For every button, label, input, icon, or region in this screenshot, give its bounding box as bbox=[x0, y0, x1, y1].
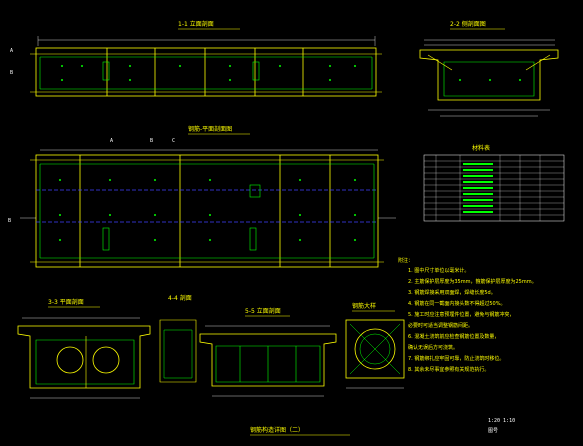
notes-heading: 附注： bbox=[398, 257, 413, 264]
view-5-title: 4-4 剖面 bbox=[168, 294, 192, 302]
table-title: 材料表 bbox=[472, 144, 490, 152]
view-detail: 钢筋大样 bbox=[345, 302, 405, 389]
view-4-4-section: 4-4 剖面 bbox=[159, 294, 197, 383]
view-2-2-section: 2-2 侧剖面图 bbox=[419, 20, 559, 117]
scale-label: 1:20 1:10 bbox=[488, 418, 515, 424]
section-mark-left-2: B bbox=[10, 70, 13, 76]
note-line: 4. 钢筋在同一截面内接头数不得超过50%。 bbox=[408, 300, 505, 307]
view-1-1-elevation: 1-1 立面剖面 bbox=[10, 20, 382, 97]
note-line: 7. 钢筋绑扎应牢固可靠，防止浇筑时移位。 bbox=[408, 355, 504, 362]
note-line: 6. 混凝土浇筑前应检查钢筋位置及数量， bbox=[408, 333, 499, 340]
note-line: 必要时可适当调整钢筋间距。 bbox=[408, 322, 473, 329]
note-line: 3. 钢筋焊接采用双面焊，焊缝长度5d。 bbox=[408, 289, 496, 296]
section-mark-c: C bbox=[172, 138, 175, 144]
view-5-5-section: 5-5 立面剖面 bbox=[199, 307, 337, 397]
notes-block: 附注： 1. 图中尺寸单位以毫米计。 2. 主筋保护层厚度为35mm，箍筋保护层… bbox=[398, 257, 537, 373]
view-plan: 钢筋-平面剖面图 A B C bbox=[8, 125, 396, 268]
view-1-title: 1-1 立面剖面 bbox=[178, 20, 214, 28]
view-4-title: 3-3 平面剖面 bbox=[48, 298, 84, 306]
sheet-footer: 钢筋构造详图（二） 1:20 1:10 图号 bbox=[250, 418, 515, 436]
view-2-title: 2-2 侧剖面图 bbox=[450, 20, 486, 28]
note-line: 确认无误后方可浇筑。 bbox=[408, 344, 458, 351]
note-line: 1. 图中尺寸单位以毫米计。 bbox=[408, 267, 469, 274]
elevation-outline bbox=[35, 47, 377, 97]
sheet-number: 图号 bbox=[488, 428, 498, 434]
section-mark-plan: B bbox=[8, 218, 11, 224]
view-3-3-section: 3-3 平面剖面 bbox=[17, 298, 151, 399]
note-line: 2. 主筋保护层厚度为35mm，箍筋保护层厚度为25mm。 bbox=[408, 278, 537, 285]
material-table: 材料表 bbox=[423, 144, 565, 222]
box-section-outline bbox=[419, 49, 559, 101]
view-3-title: 钢筋-平面剖面图 bbox=[188, 125, 232, 133]
section-mark-b: B bbox=[150, 138, 153, 144]
section-mark-a: A bbox=[110, 138, 113, 144]
view-7-title: 钢筋大样 bbox=[352, 302, 376, 310]
plan-outline bbox=[35, 154, 379, 268]
note-line: 8. 其余未尽事宜参照有关规范执行。 bbox=[408, 366, 489, 373]
note-line: 5. 施工时应注意预埋件位置，避免与钢筋冲突， bbox=[408, 311, 514, 318]
view-6-title: 5-5 立面剖面 bbox=[245, 307, 281, 315]
section-mark-left: A bbox=[10, 48, 13, 54]
sheet-title: 钢筋构造详图（二） bbox=[250, 426, 304, 434]
